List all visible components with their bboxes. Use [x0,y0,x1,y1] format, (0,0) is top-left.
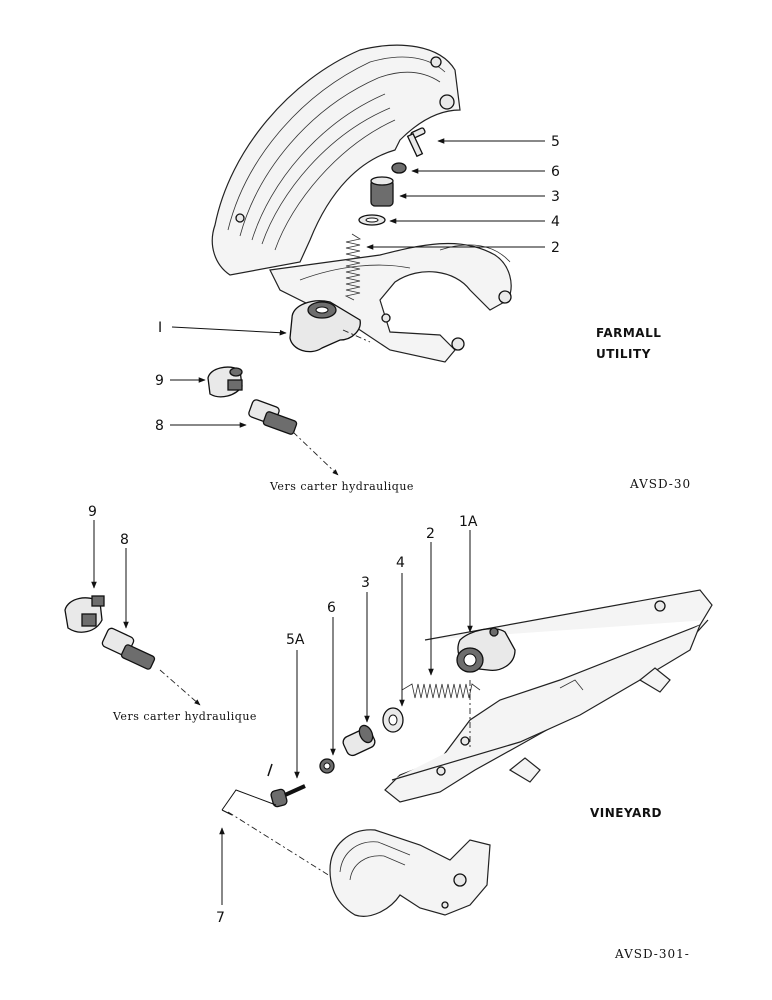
farmall-plunger [370,176,394,207]
vineyard-spring [401,683,481,699]
vineyard-bracket-drawing [384,589,713,803]
farmall-title-line1: FARMALL [596,326,661,340]
vineyard-lever-casting [329,829,491,917]
vineyard-callout-3: 3 [361,575,370,591]
vineyard-destination-label: Vers carter hydraulique [112,710,257,723]
farmall-spring [344,233,362,301]
farmall-bolt [406,127,426,158]
farmall-callout-8: 8 [155,418,164,434]
farmall-quadrant-drawing [211,44,512,363]
farmall-callout-5: 5 [551,134,560,150]
farmall-union-bolt [248,399,298,435]
vineyard-callout-8: 8 [120,532,129,548]
vineyard-callout-5a: 5A [286,632,305,648]
vineyard-callout-4: 4 [396,555,405,571]
vineyard-leader-lines [91,520,473,905]
farmall-reference-code: AVSD-30 [629,477,691,491]
vineyard-callout-1a: 1A [459,514,478,530]
vineyard-callout-6: 6 [327,600,336,616]
farmall-callout-1: I [158,320,162,336]
vineyard-assembly: 9 8 5A 6 3 4 2 1A 7 Vers carter hydrauli… [64,504,713,961]
farmall-utility-assembly: 5 6 3 4 2 I 9 8 FARMALL UTILITY Vers car… [155,44,691,493]
farmall-callout-4: 4 [551,214,560,230]
farmall-nut [391,162,407,174]
farmall-title-line2: UTILITY [596,347,651,361]
vineyard-reference-code: AVSD-301- [614,947,690,961]
farmall-leader-lines [170,138,545,476]
vineyard-union-bolt [101,627,156,670]
farmall-callout-3: 3 [551,189,560,205]
vineyard-bolt [270,784,306,808]
vineyard-callout-9: 9 [88,504,97,520]
farmall-callout-6: 6 [551,164,560,180]
farmall-callout-2: 2 [551,240,560,256]
farmall-elbow-fitting [207,366,243,398]
vineyard-title: VINEYARD [590,806,662,820]
vineyard-valve-body [456,627,516,673]
farmall-destination-label: Vers carter hydraulique [269,480,414,493]
farmall-valve-body [289,300,361,353]
vineyard-plunger [342,724,376,757]
vineyard-callout-2: 2 [426,526,435,542]
farmall-callout-9: 9 [155,373,164,389]
vineyard-elbow-fitting [64,595,105,633]
vineyard-callout-7: 7 [216,910,225,926]
vineyard-pin [221,763,277,816]
